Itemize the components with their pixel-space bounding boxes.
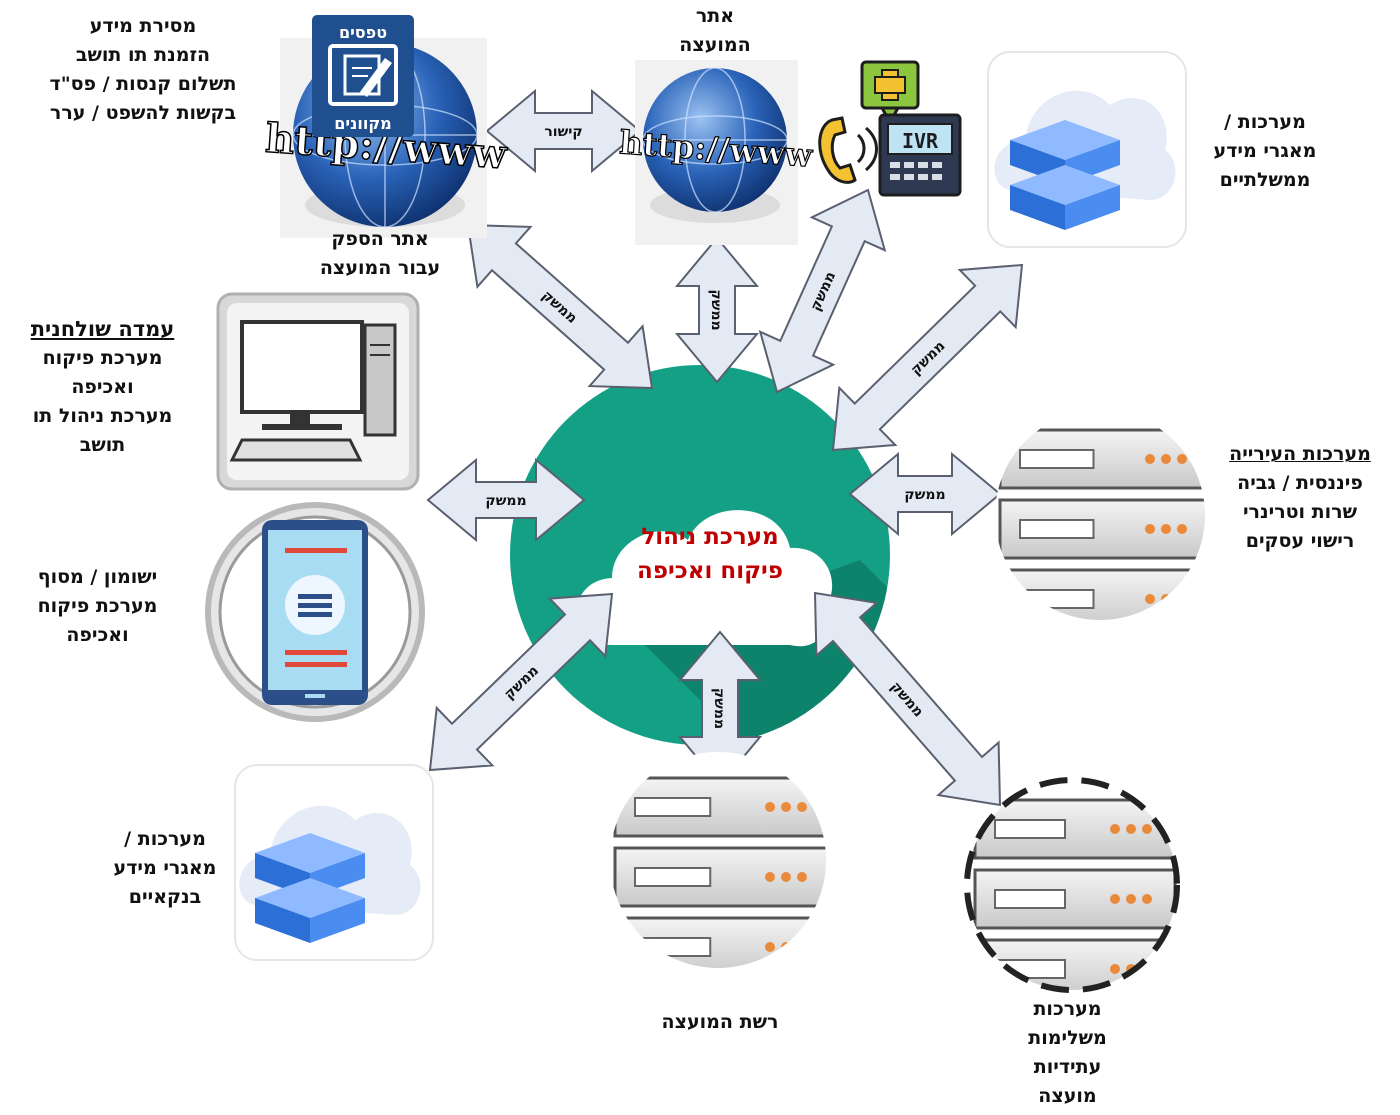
arrow-city-systems (848, 451, 1002, 537)
server-led (1126, 824, 1136, 834)
desktop-label: עמדה שולחנית מערכת פיקוח ואכיפה מערכת ני… (0, 315, 205, 460)
server-led (1177, 454, 1187, 464)
server-led (1161, 524, 1171, 534)
server-slot (994, 889, 1066, 909)
mobile-phone-icon (205, 502, 425, 722)
server-slot (634, 937, 712, 957)
arrow-ivr (758, 188, 887, 394)
server-rack-icon (967, 780, 1177, 990)
server-slot (634, 797, 712, 817)
server-unit (973, 868, 1177, 930)
cloud-database-icon (987, 51, 1187, 248)
future-systems-label: מערכות משלימות עתידיות מועצה (1028, 998, 1107, 1107)
arrow-desktop-label: ממשק (485, 493, 526, 509)
ivr-label: IVR (902, 129, 939, 153)
center-line-1: מערכת ניהול (641, 524, 779, 550)
council-network-label: רשת המועצה (661, 1011, 779, 1033)
globe-icon (642, 67, 788, 213)
server-led (1145, 594, 1155, 604)
forms-icon: טפסים מקוונים (312, 15, 414, 137)
server-led (765, 872, 775, 882)
server-led (1110, 894, 1120, 904)
server-led (1145, 524, 1155, 534)
server-led (1161, 594, 1171, 604)
arrow-desktop (426, 457, 586, 543)
forms-badge-bottom: מקוונים (334, 114, 391, 133)
arrow-council-site (674, 236, 760, 384)
desktop-title: עמדה שולחנית (30, 317, 175, 341)
council-site-label: אתר המועצה (679, 5, 751, 56)
bank-systems-label: מערכות / מאגרי מידע בנקאיים (113, 828, 217, 908)
gov-systems-label: מערכות / מאגרי מידע ממשלתיים (1213, 111, 1317, 191)
arrow-link-sites-label: קישור (544, 124, 582, 140)
arrow-bank-systems (428, 592, 614, 772)
center-system-label: מערכת ניהול פיקוח ואכיפה (600, 520, 820, 588)
server-slot (1019, 449, 1095, 469)
server-led (1126, 894, 1136, 904)
arrow-vendor-site (466, 223, 654, 390)
server-led (797, 942, 807, 952)
ivr-phone-icon: IVR (818, 60, 962, 197)
arrow-city-systems-label: ממשק (904, 487, 945, 503)
arrow-council-network-label: ממשק (711, 688, 727, 729)
vendor-site-label: אתר הספק עבור המועצה (319, 228, 441, 279)
server-slot (1019, 519, 1095, 539)
arrow-gov-systems (831, 263, 1024, 452)
info-delivery-label: מסירת מידע הזמנת תו תושב תשלום קנסות / פ… (49, 15, 237, 124)
server-led (781, 942, 791, 952)
cloud-database-icon (234, 764, 434, 961)
cloud-icon (576, 510, 833, 647)
server-led (1145, 454, 1155, 464)
server-slot (634, 867, 712, 887)
server-led (1142, 894, 1152, 904)
city-systems-title: מערכות העירייה (1229, 443, 1371, 465)
server-led (765, 942, 775, 952)
server-led (1161, 454, 1171, 464)
forms-badge-top: טפסים (339, 23, 387, 42)
server-led (1177, 594, 1187, 604)
future-systems-dashed-outline (964, 777, 1180, 993)
desktop-computer-icon (216, 292, 420, 491)
server-led (1142, 824, 1152, 834)
server-led (781, 872, 791, 882)
center-line-2: פיקוח ואכיפה (637, 558, 783, 584)
server-slot (1019, 589, 1095, 609)
arrow-future-systems (813, 591, 1002, 807)
city-systems-label: מערכות העירייה פיננסית / גביה שרות וטרינ… (1205, 440, 1395, 556)
vendor-site-globe: http://www טפסים מקוונים (263, 15, 510, 238)
server-led (1177, 524, 1187, 534)
server-led (765, 802, 775, 812)
server-rack-icon (610, 752, 826, 968)
server-slot (994, 819, 1066, 839)
server-unit (613, 916, 826, 968)
mobile-label: ישומון / מסוף מערכת פיקוח ואכיפה (37, 566, 158, 646)
server-led (1110, 964, 1120, 974)
server-led (797, 872, 807, 882)
server-led (797, 802, 807, 812)
server-unit (998, 568, 1205, 620)
arrow-council-site-label: ממשק (708, 289, 724, 330)
server-led (1110, 824, 1120, 834)
council-site-globe: http://www (618, 60, 815, 245)
server-rack-icon (995, 410, 1205, 620)
server-led (781, 802, 791, 812)
